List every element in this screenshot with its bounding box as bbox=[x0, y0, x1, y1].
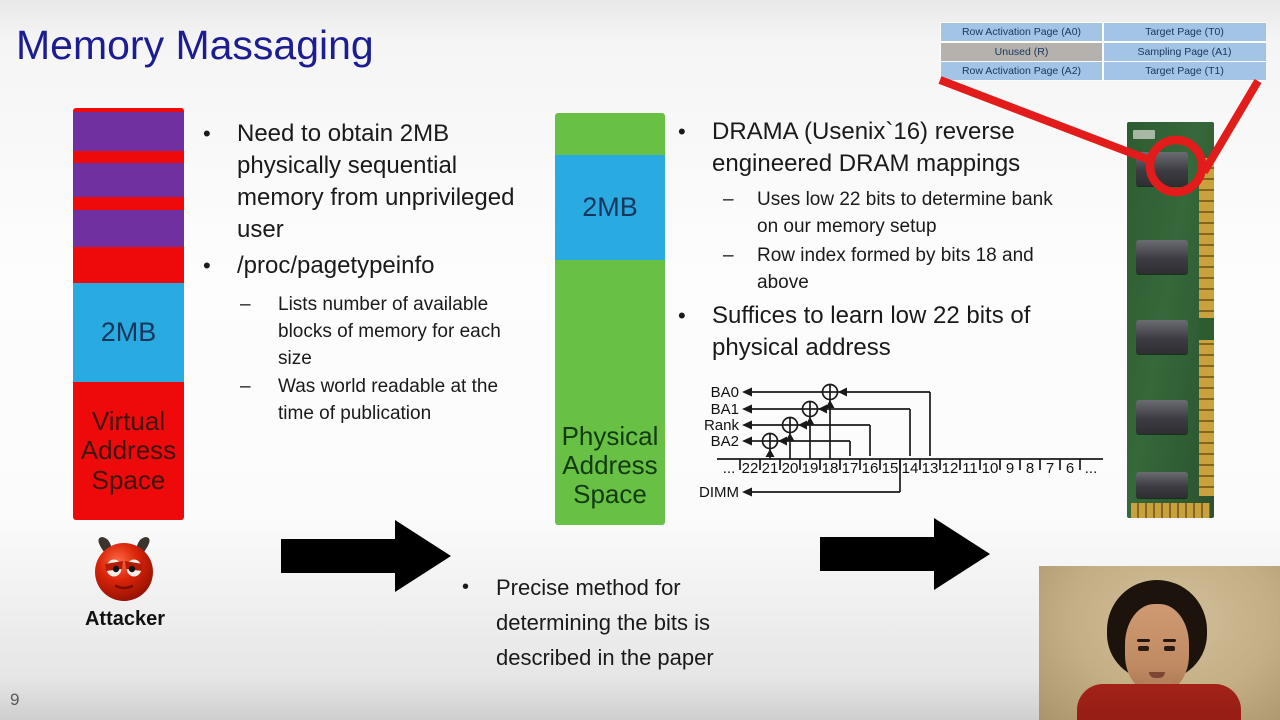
dash-marker: – bbox=[723, 245, 734, 266]
bar-segment-red: Virtual Address Space bbox=[73, 382, 184, 520]
subbullet-low-22-bits: – Uses low 22 bits to determine bank on … bbox=[723, 186, 1103, 240]
bullet-suffices: • Suffices to learn low 22 bits of physi… bbox=[678, 300, 1118, 364]
dash-marker: – bbox=[240, 294, 251, 315]
bar-segment-purple bbox=[73, 163, 184, 197]
svg-text:9: 9 bbox=[1006, 460, 1014, 477]
dram-chip bbox=[1136, 240, 1188, 274]
speaker-webcam bbox=[1039, 566, 1280, 720]
subbullet-world-readable: – Was world readable at the time of publ… bbox=[240, 373, 550, 427]
svg-text:14: 14 bbox=[902, 460, 919, 477]
dimm-label-sticker bbox=[1133, 130, 1155, 139]
svg-text:BA0: BA0 bbox=[711, 384, 739, 401]
dram-page-cell: Row Activation Page (A2) bbox=[941, 62, 1102, 80]
bar-segment-label: 2MB bbox=[100, 317, 157, 348]
bullet-marker: • bbox=[462, 576, 470, 598]
dram-page-cell: Sampling Page (A1) bbox=[1103, 42, 1266, 61]
flow-arrow-right bbox=[820, 518, 990, 590]
svg-text:BA2: BA2 bbox=[711, 433, 739, 450]
dimm-photo bbox=[1127, 122, 1214, 518]
svg-text:DIMM: DIMM bbox=[699, 484, 739, 501]
speaker-face bbox=[1125, 604, 1189, 692]
dram-chip bbox=[1136, 320, 1188, 354]
dimm-bottom-connector bbox=[1131, 503, 1210, 518]
speaker-eye bbox=[1164, 646, 1175, 651]
svg-text:8: 8 bbox=[1026, 460, 1034, 477]
speaker-mouth bbox=[1149, 672, 1165, 678]
dash-marker: – bbox=[240, 376, 251, 397]
subbullet-lists-blocks: – Lists number of available blocks of me… bbox=[240, 291, 550, 372]
speaker-brow bbox=[1163, 639, 1176, 642]
speaker-eye bbox=[1138, 646, 1149, 651]
dram-chip bbox=[1136, 152, 1188, 186]
dram-page-cell: Row Activation Page (A0) bbox=[941, 23, 1102, 41]
svg-text:15: 15 bbox=[882, 460, 899, 477]
svg-text:11: 11 bbox=[962, 460, 978, 477]
dram-page-cell: Target Page (T1) bbox=[1103, 62, 1266, 80]
virtual-address-space-bar: 2MB Virtual Address Space bbox=[73, 108, 184, 520]
svg-text:BA1: BA1 bbox=[711, 401, 739, 418]
dram-page-cell: Unused (R) bbox=[941, 42, 1102, 61]
svg-text:21: 21 bbox=[762, 460, 779, 477]
svg-text:19: 19 bbox=[802, 460, 819, 477]
dram-page-cell: Target Page (T0) bbox=[1103, 23, 1266, 41]
bullet-marker: • bbox=[678, 119, 686, 144]
svg-text:10: 10 bbox=[982, 460, 999, 477]
bar-segment-blue: 2MB bbox=[73, 283, 184, 382]
bullet-marker: • bbox=[203, 121, 211, 146]
svg-text:Rank: Rank bbox=[704, 417, 740, 434]
dram-chip bbox=[1136, 472, 1188, 498]
dram-chip bbox=[1136, 400, 1188, 434]
bar-segment-red bbox=[73, 151, 184, 163]
bar-segment-purple bbox=[73, 210, 184, 247]
bar-segment-green: Physical Address Space bbox=[555, 260, 665, 525]
svg-text:7: 7 bbox=[1046, 460, 1054, 477]
speaker-brow bbox=[1137, 639, 1150, 642]
svg-text:20: 20 bbox=[782, 460, 799, 477]
bar-segment-red bbox=[73, 247, 184, 283]
bar-segment-label: Virtual Address Space bbox=[80, 406, 177, 495]
svg-text:17: 17 bbox=[842, 460, 859, 477]
svg-text:...: ... bbox=[723, 460, 736, 477]
bar-segment-label: Physical Address Space bbox=[561, 420, 659, 509]
bullet-precise-method: • Precise method for determining the bit… bbox=[462, 570, 762, 675]
bar-segment-green bbox=[555, 113, 665, 155]
bar-segment-red bbox=[73, 197, 184, 210]
svg-text:16: 16 bbox=[862, 460, 879, 477]
bullet-need-2mb: • Need to obtain 2MB physically sequenti… bbox=[203, 118, 555, 246]
bar-segment-purple bbox=[73, 112, 184, 151]
slide-number: 9 bbox=[10, 690, 20, 709]
bullet-proc-pagetypeinfo: • /proc/pagetypeinfo bbox=[203, 250, 555, 282]
bullet-drama: • DRAMA (Usenix`16) reverse engineered D… bbox=[678, 116, 1118, 180]
svg-text:6: 6 bbox=[1066, 460, 1074, 477]
attacker-devil-icon bbox=[86, 534, 162, 606]
flow-arrow-left bbox=[281, 520, 451, 592]
speaker-shirt bbox=[1077, 684, 1241, 720]
svg-text:...: ... bbox=[1085, 460, 1098, 477]
attacker-label: Attacker bbox=[84, 608, 166, 630]
bar-segment-label: 2MB bbox=[582, 192, 638, 223]
svg-text:13: 13 bbox=[922, 460, 939, 477]
subbullet-row-index: – Row index formed by bits 18 and above bbox=[723, 242, 1103, 296]
dash-marker: – bbox=[723, 189, 734, 210]
bar-segment-blue: 2MB bbox=[555, 155, 665, 260]
bullet-marker: • bbox=[203, 253, 211, 278]
bar-segment-red bbox=[73, 108, 184, 112]
page-title: Memory Massaging bbox=[16, 22, 374, 68]
svg-text:18: 18 bbox=[822, 460, 839, 477]
svg-text:22: 22 bbox=[742, 460, 759, 477]
bullet-marker: • bbox=[678, 303, 686, 328]
dram-pages-table: Row Activation Page (A0)Target Page (T0)… bbox=[940, 22, 1266, 81]
physical-address-space-bar: 2MB Physical Address Space bbox=[555, 113, 665, 525]
svg-text:12: 12 bbox=[942, 460, 959, 477]
dimm-edge-notch bbox=[1199, 318, 1214, 340]
